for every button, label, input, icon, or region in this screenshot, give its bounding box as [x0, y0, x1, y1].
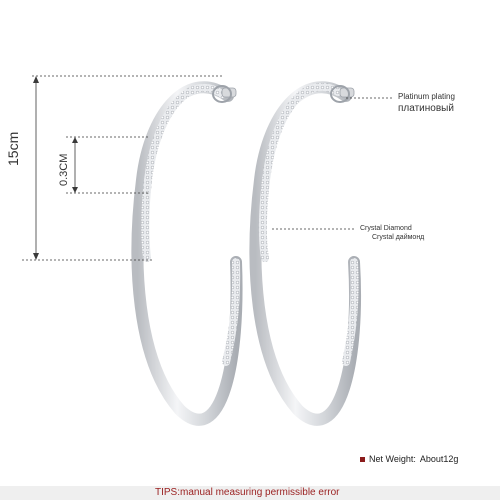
net-weight-value: About12g	[419, 454, 459, 464]
right-earring-gems-top	[258, 82, 342, 262]
right-earring-hoop	[249, 81, 362, 426]
left-earring-back	[212, 85, 232, 103]
bullet-icon	[360, 456, 365, 462]
diamond-label-en: Crystal Diamond	[360, 225, 412, 232]
right-earring-back	[330, 85, 350, 103]
width-label: 0.3CM	[58, 153, 70, 186]
width-dimension	[66, 136, 150, 194]
plating-label-ru: платиновый	[398, 103, 454, 114]
left-earring-hoop	[131, 81, 243, 426]
length-label: 15cm	[5, 131, 21, 166]
plating-label-en: Platinum plating	[398, 92, 455, 101]
diamond-label-ru: Crystal даймонд	[372, 234, 425, 241]
right-earring-gems-bottom	[342, 258, 359, 366]
net-weight: Net Weight: About12g	[360, 454, 458, 464]
net-weight-label: Net Weight:	[369, 454, 416, 464]
tips-bar	[0, 486, 500, 500]
left-earring	[131, 81, 243, 426]
tips-text: TIPS:manual measuring permissible error	[155, 487, 340, 498]
left-earring-gems-top	[141, 84, 226, 262]
length-dimension	[22, 75, 222, 261]
left-earring-gems-bottom	[222, 258, 241, 366]
right-earring	[249, 81, 362, 426]
